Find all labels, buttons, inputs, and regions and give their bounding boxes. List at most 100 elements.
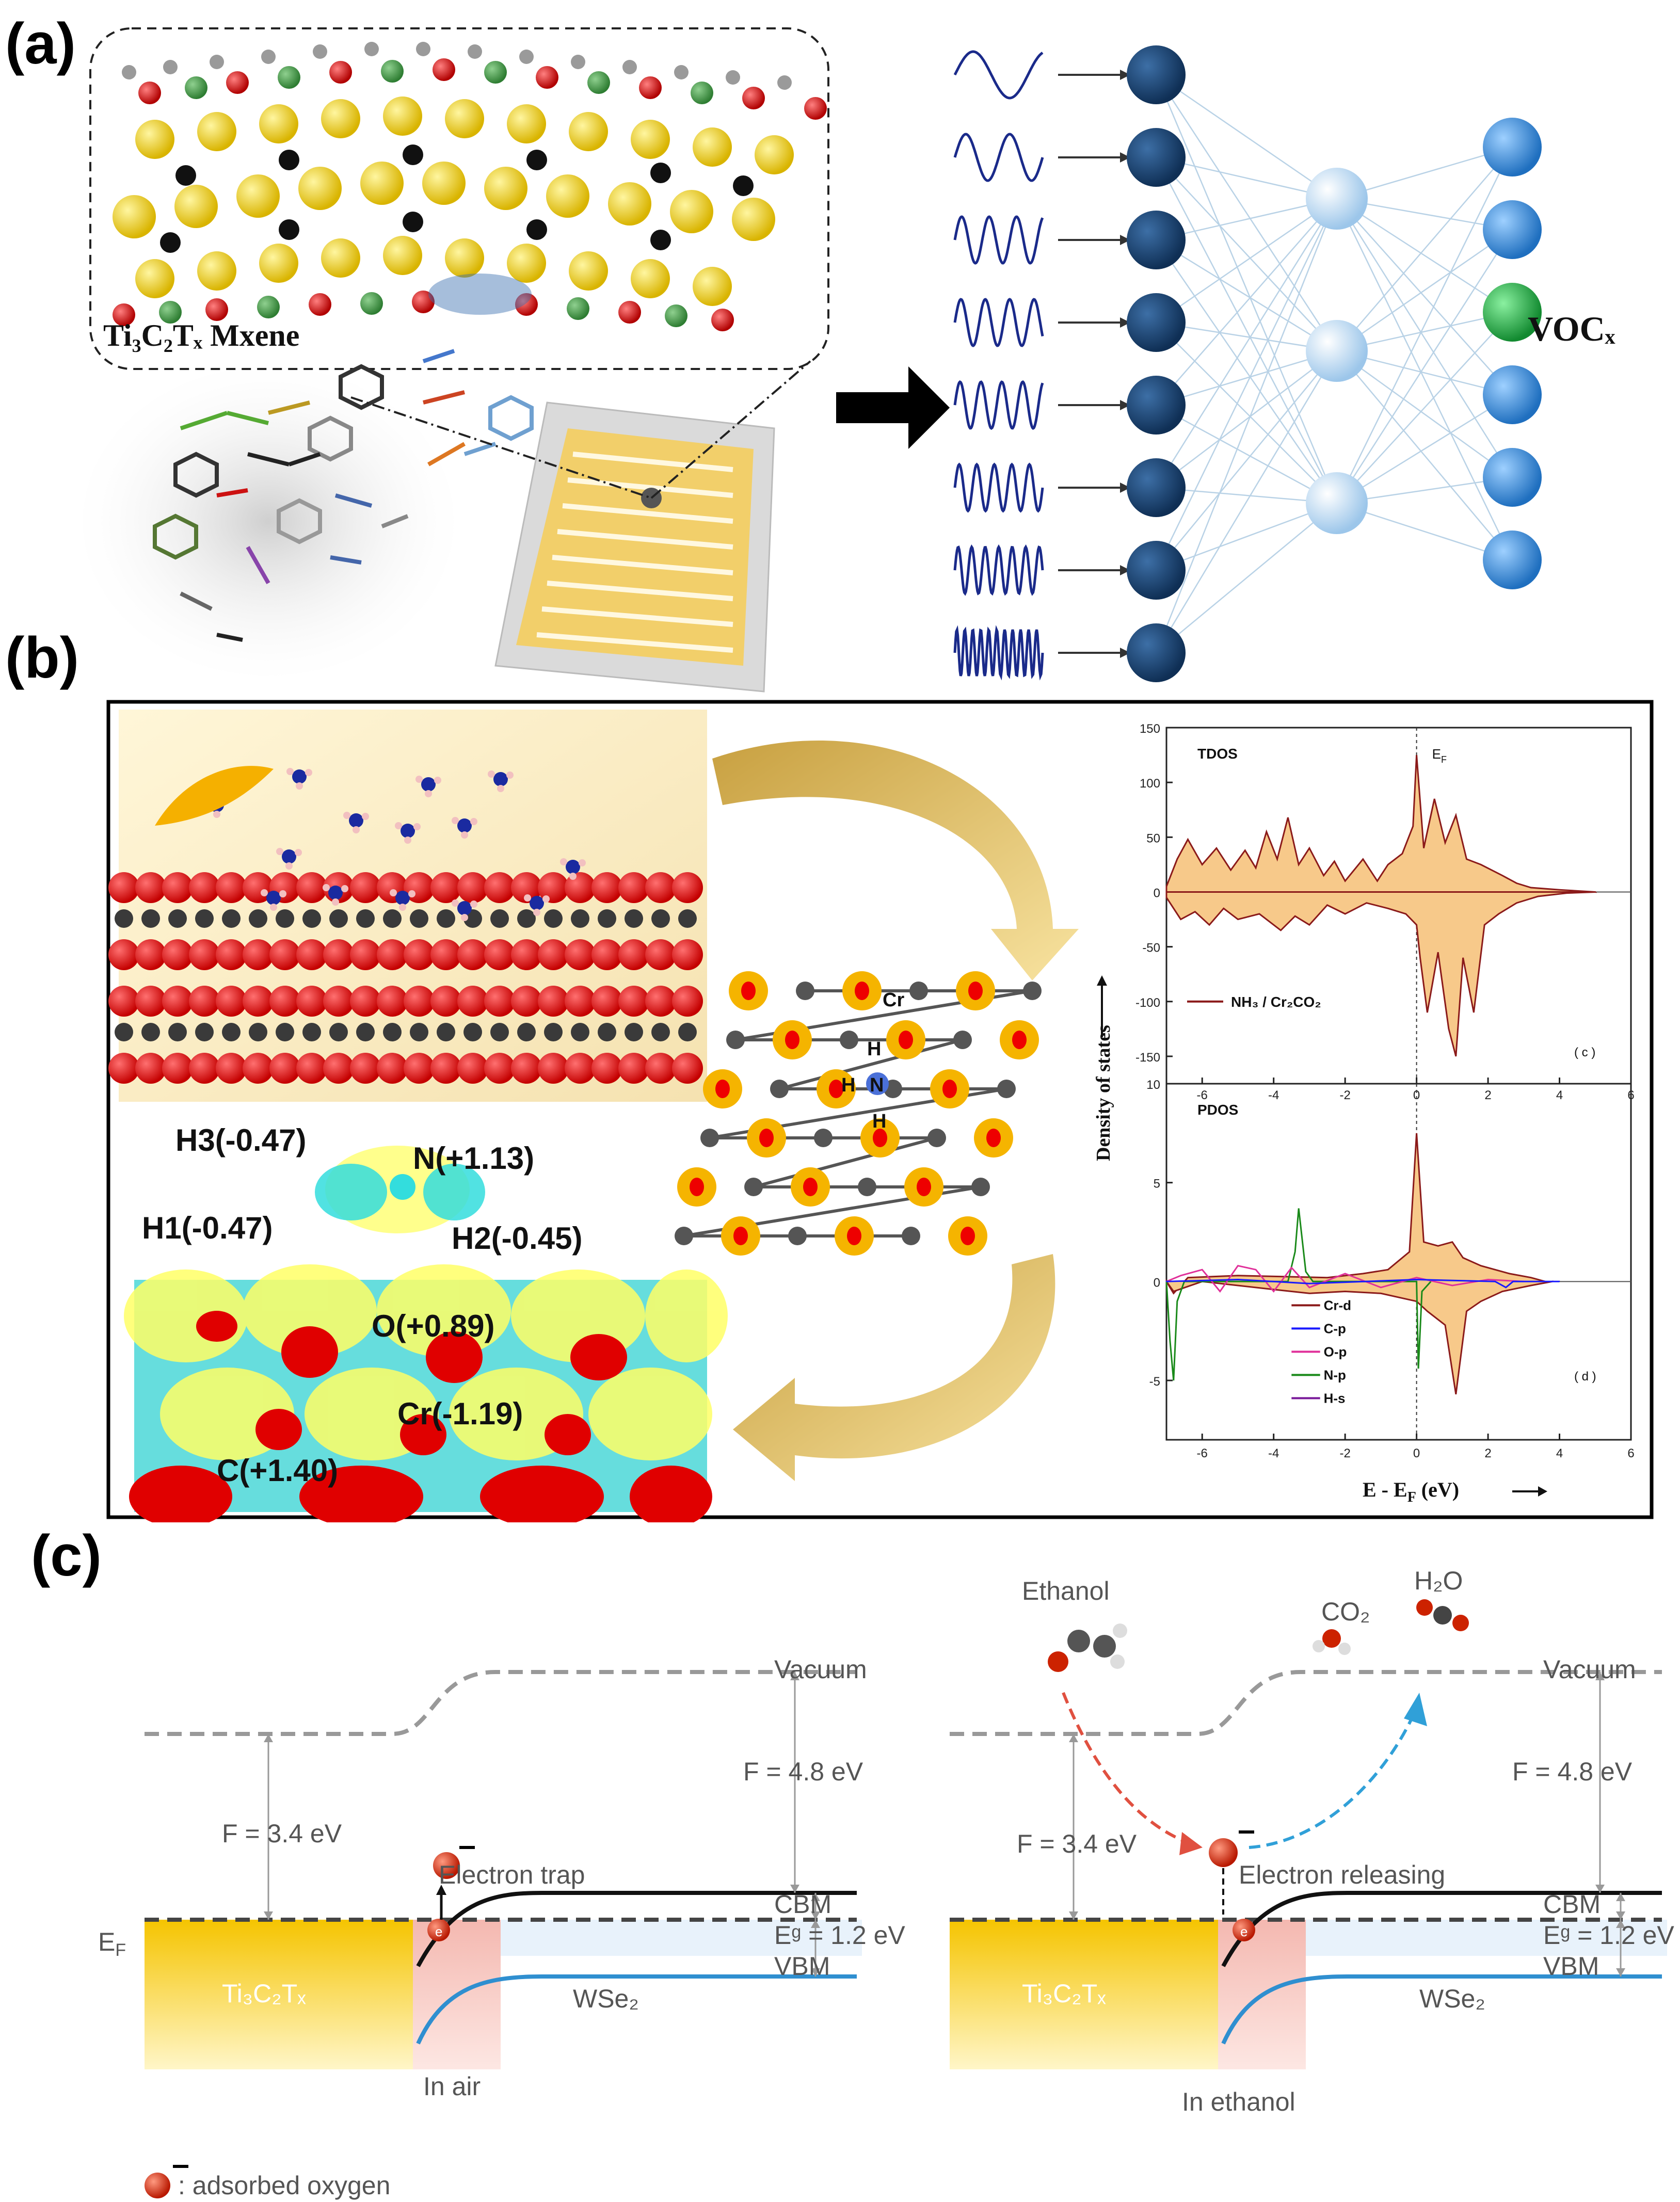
slab-atom bbox=[162, 872, 193, 903]
electron bbox=[427, 1919, 450, 1941]
slab-atom bbox=[383, 1023, 402, 1041]
input-neuron bbox=[1127, 293, 1186, 352]
curved-arrow-top bbox=[712, 740, 1079, 981]
vbm-curve bbox=[416, 1974, 857, 2045]
slab-atom bbox=[490, 1023, 509, 1041]
nh3-hydrogen bbox=[332, 898, 339, 906]
slab-atom bbox=[189, 1053, 220, 1084]
bond bbox=[779, 1038, 963, 1090]
slab-atom bbox=[249, 1023, 267, 1041]
tdos-ytick-label: 100 bbox=[1140, 777, 1160, 791]
slab-atom bbox=[350, 1053, 381, 1084]
left-vbm: VBM bbox=[774, 1952, 830, 1981]
slab-atom bbox=[591, 1053, 622, 1084]
electron-symbol: e bbox=[1240, 1924, 1247, 1939]
arrowhead bbox=[1069, 1734, 1078, 1742]
slab-atom bbox=[269, 986, 300, 1017]
pdos-legend-item: H-s bbox=[1324, 1390, 1346, 1406]
c-atom bbox=[909, 982, 928, 1000]
tdos-ef-sub: F bbox=[1441, 754, 1447, 765]
slab-atom bbox=[108, 872, 139, 903]
co2-oxygen bbox=[1452, 1615, 1469, 1631]
nh3-hydrogen bbox=[286, 768, 294, 775]
edge bbox=[1155, 239, 1338, 504]
tdos-ytick-label: 50 bbox=[1146, 831, 1160, 845]
slab-atom bbox=[356, 1023, 375, 1041]
nh3-hydrogen bbox=[408, 890, 415, 897]
arrowhead bbox=[1404, 1693, 1427, 1726]
left-ef: EF bbox=[98, 1927, 126, 1960]
vacuum-level bbox=[950, 1670, 1662, 1736]
nh3-hydrogen bbox=[415, 776, 423, 783]
slab-atom bbox=[249, 909, 267, 928]
nh3-hydrogen bbox=[295, 849, 302, 856]
bond bbox=[753, 1136, 937, 1188]
nh3-hydrogen bbox=[362, 813, 369, 820]
pdos-xtick-label: 0 bbox=[1413, 1446, 1420, 1460]
mol-label-n: N bbox=[870, 1074, 884, 1096]
arrowhead bbox=[1069, 1911, 1078, 1920]
nh3-nitrogen bbox=[349, 813, 363, 828]
slab-atom bbox=[141, 1023, 160, 1041]
o-atom bbox=[847, 1227, 861, 1245]
nh3-nitrogen bbox=[292, 769, 307, 784]
tdos-xtick-label: 0 bbox=[1413, 1088, 1420, 1102]
slab-atom bbox=[222, 1023, 241, 1041]
input-wave bbox=[953, 544, 1044, 596]
left-cbm: CBM bbox=[774, 1890, 831, 1919]
edge bbox=[1155, 157, 1338, 504]
slab-atom bbox=[329, 1023, 348, 1041]
slab-atom bbox=[484, 939, 515, 970]
slab-atom bbox=[410, 909, 428, 928]
o-atom bbox=[917, 1178, 931, 1196]
c-atom bbox=[997, 1080, 1016, 1098]
water-oxygen bbox=[1322, 1629, 1341, 1648]
wave-arrowhead bbox=[1120, 483, 1130, 493]
edge bbox=[1156, 198, 1337, 406]
tdos-ef-main: E bbox=[1432, 746, 1441, 762]
arrowhead bbox=[811, 1893, 820, 1901]
arrowhead bbox=[1616, 1893, 1625, 1901]
nh3-hydrogen bbox=[461, 914, 468, 921]
nh3-nitrogen bbox=[457, 818, 472, 833]
arrowhead bbox=[1179, 1832, 1203, 1855]
left-metal: Ti₃C₂Tₓ bbox=[222, 1979, 306, 2008]
output-neuron bbox=[1483, 448, 1542, 507]
slab-atom bbox=[457, 986, 488, 1017]
slab-atom bbox=[108, 939, 139, 970]
left-ef-main: E bbox=[98, 1927, 115, 1956]
slab-atom bbox=[511, 872, 542, 903]
slab-atom bbox=[377, 986, 408, 1017]
edge bbox=[1156, 350, 1337, 488]
slab-atom bbox=[135, 872, 166, 903]
nh3-hydrogen bbox=[395, 822, 402, 829]
edge bbox=[1336, 198, 1513, 478]
slab-atom bbox=[430, 1053, 461, 1084]
edge bbox=[1156, 322, 1337, 504]
right-cbm: CBM bbox=[1543, 1890, 1601, 1919]
arrowhead bbox=[1616, 1920, 1625, 1928]
right-vbm: VBM bbox=[1543, 1952, 1599, 1981]
right-eg: Eᵍ = 1.2 eV bbox=[1543, 1921, 1674, 1950]
tdos-xtick-label: -6 bbox=[1197, 1088, 1208, 1102]
slab-atom bbox=[189, 872, 220, 903]
o-atom bbox=[733, 1227, 748, 1245]
c-atom bbox=[953, 1031, 972, 1049]
slab-atom bbox=[565, 1053, 596, 1084]
nh3-hydrogen bbox=[296, 782, 303, 790]
arrowhead bbox=[811, 1968, 820, 1976]
slab-atom bbox=[243, 939, 274, 970]
dos-xlabel-main: E - E bbox=[1363, 1478, 1407, 1501]
slab-atom bbox=[377, 939, 408, 970]
wave-arrowhead bbox=[1120, 648, 1130, 658]
curved-arrow-bottom bbox=[733, 1254, 1055, 1481]
slab-atom bbox=[296, 939, 327, 970]
left-vacuum: Vacuum bbox=[774, 1655, 867, 1684]
slab-atom bbox=[216, 1053, 247, 1084]
arrowhead bbox=[811, 1920, 820, 1928]
output-neuron bbox=[1483, 200, 1542, 259]
charge-n: N(+1.13) bbox=[413, 1141, 534, 1176]
nh3-hydrogen bbox=[413, 823, 421, 830]
o-atom bbox=[785, 1031, 799, 1049]
tdos-ytick-label: -50 bbox=[1142, 941, 1160, 955]
